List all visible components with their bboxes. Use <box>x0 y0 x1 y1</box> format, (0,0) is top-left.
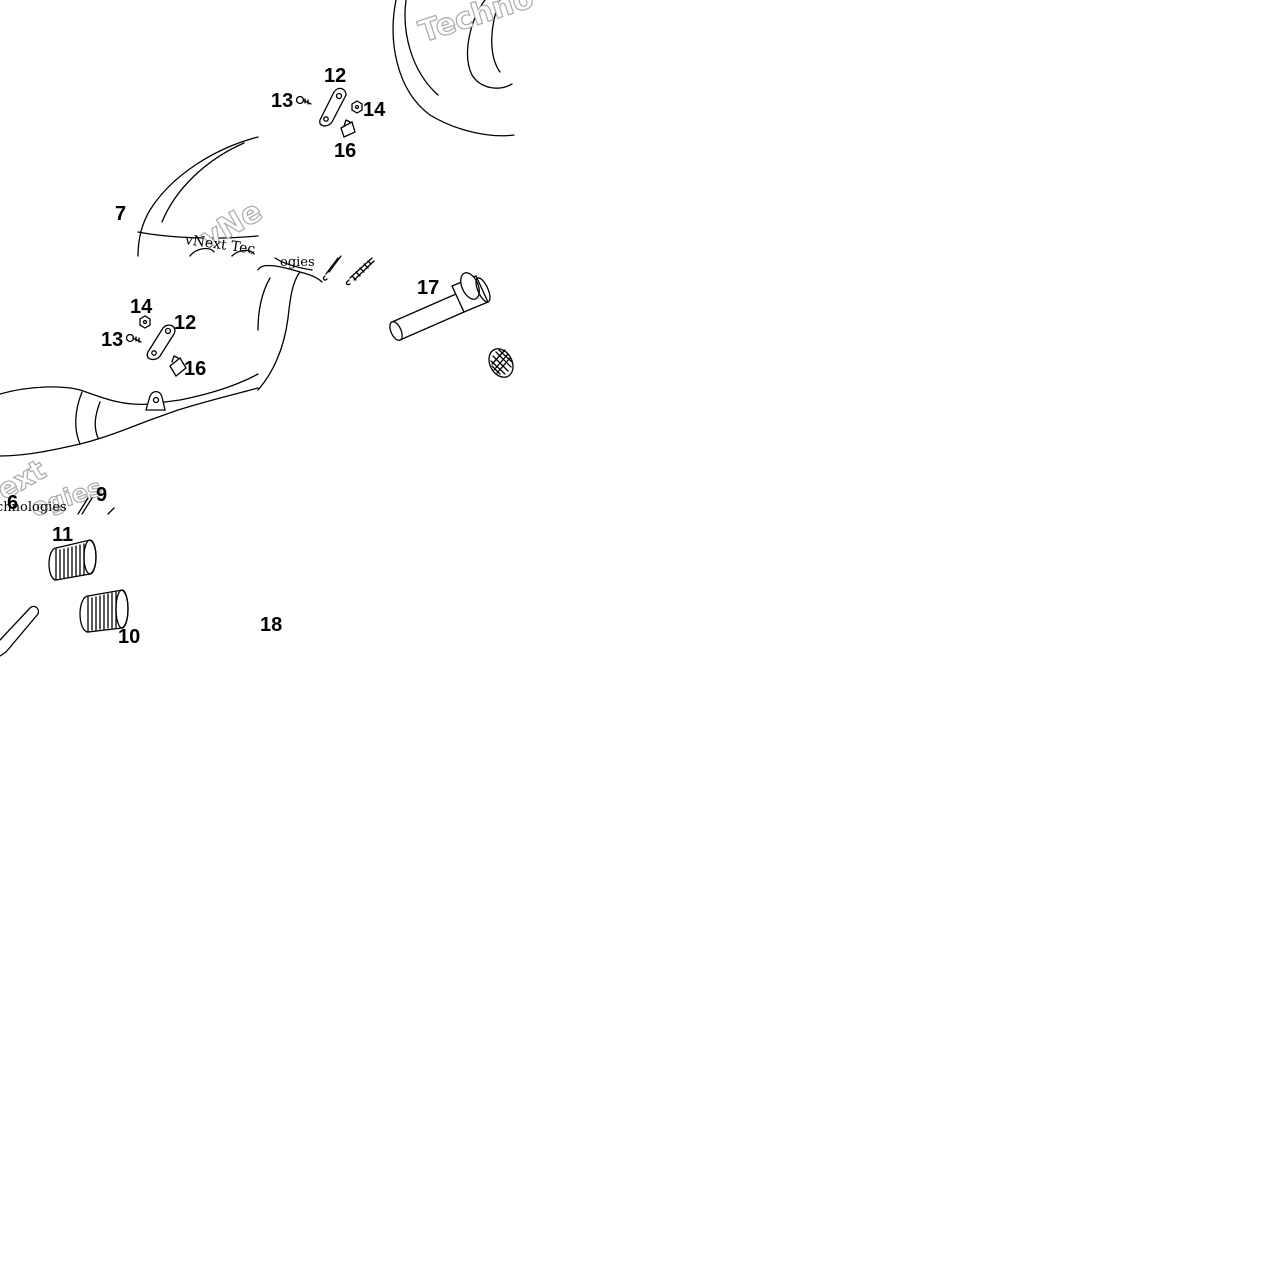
watermark-text: chnologies <box>0 500 67 515</box>
spring-left <box>322 255 342 281</box>
callout-6: 6 <box>7 492 18 514</box>
callout-14-mid: 14 <box>130 296 153 318</box>
bracket-12-mid <box>146 324 176 361</box>
nut-14-mid <box>139 315 151 329</box>
callout-10: 10 <box>118 626 140 648</box>
spring-9 <box>77 497 115 515</box>
callout-16-mid: 16 <box>184 358 206 380</box>
bracket-assembly-mid <box>125 315 187 377</box>
nut-14-top <box>351 100 363 114</box>
callout-16-top: 16 <box>334 140 356 162</box>
watermark-left-tile: vNe vNext Tec <box>183 193 269 258</box>
spring-right <box>345 257 375 286</box>
bracket-12-top <box>319 87 347 127</box>
springs-drawing <box>257 255 375 391</box>
callout-7: 7 <box>115 203 126 225</box>
callout-12-mid: 12 <box>174 312 196 334</box>
callout-11: 11 <box>52 524 73 546</box>
callout-9: 9 <box>96 484 107 506</box>
clip-16-top <box>340 119 356 138</box>
bracket-assembly-top <box>295 87 363 138</box>
callout-13-mid: 13 <box>101 329 123 351</box>
watermark-middle-tile: ogies <box>280 255 315 270</box>
gasket-11 <box>48 539 97 581</box>
callout-13-top: 13 <box>271 90 293 112</box>
bolt-13-mid <box>125 333 142 343</box>
callout-12-top: 12 <box>324 65 346 87</box>
callout-17: 17 <box>417 277 439 299</box>
tube-17 <box>389 272 491 342</box>
watermark-text: Techno <box>415 0 538 50</box>
watermark-text: ogies <box>280 255 315 270</box>
tail-pipe <box>0 605 40 657</box>
exhaust-pipe-drawing <box>0 373 259 457</box>
mesh-disc <box>488 348 514 378</box>
silencer-endcap-drawing <box>392 0 515 137</box>
watermark-top-right: Techno <box>414 0 538 51</box>
callout-14-top: 14 <box>363 99 386 121</box>
clip-16-mid <box>169 355 187 377</box>
bolt-13-top <box>295 95 312 105</box>
gasket-10 <box>79 589 129 633</box>
silencer-body-drawing <box>137 136 259 257</box>
callout-18: 18 <box>260 614 282 636</box>
